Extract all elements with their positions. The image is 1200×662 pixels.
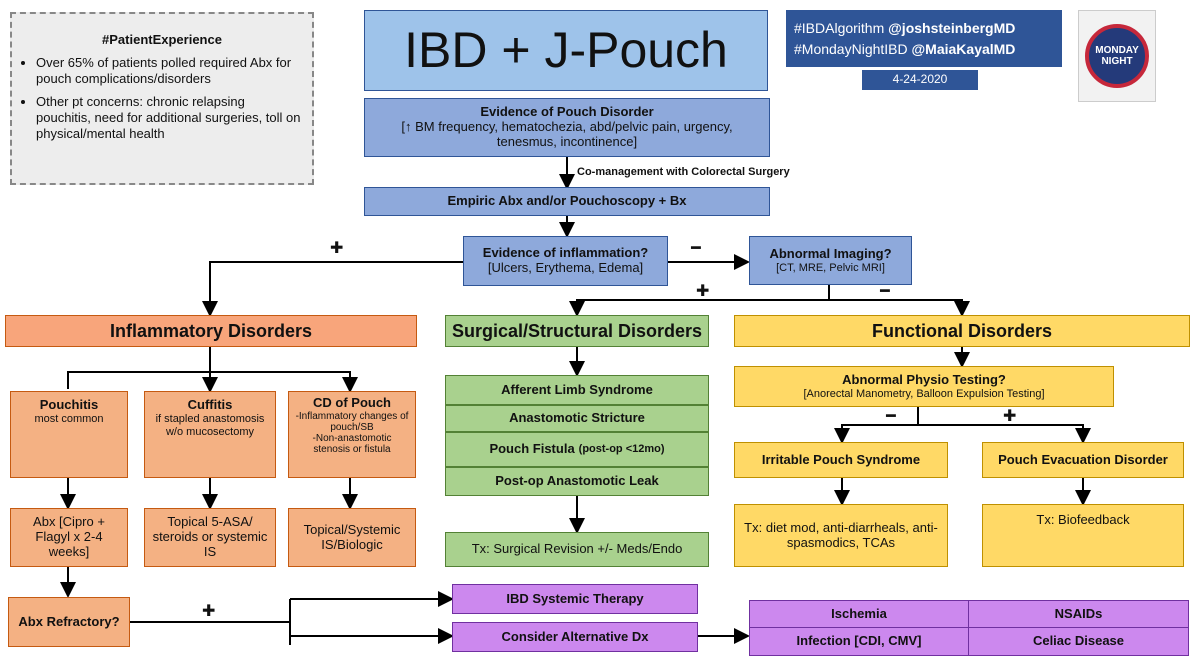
comanagement-label: Co-management with Colorectal Surgery [577, 166, 790, 178]
cd-sub-2: -Non-anastomotic stenosis or fistula [312, 432, 392, 455]
cd-sub-1: -Inflammatory changes of pouch/SB [295, 410, 409, 433]
functional-disorders-header: Functional Disorders [734, 315, 1190, 347]
physio-detail: [Anorectal Manometry, Balloon Expulsion … [803, 387, 1045, 400]
cuffitis-box: Cuffitis if stapled anastomosis w/o muco… [144, 391, 276, 478]
plus-icon: ✚ [202, 603, 216, 620]
alternative-dx-label: Consider Alternative Dx [501, 628, 649, 644]
alt-dx-cell: Celiac Disease [969, 628, 1188, 655]
surgical-item: Post-op Anastomotic Leak [445, 467, 709, 496]
surgical-header-label: Surgical/Structural Disorders [451, 320, 703, 341]
alt-dx-celiac: Celiac Disease [1032, 633, 1125, 649]
alternative-dx-box: Consider Alternative Dx [452, 622, 698, 652]
pouchitis-sub: most common [34, 412, 104, 425]
cuffitis-sub: if stapled anastomosis w/o mucosectomy [155, 412, 265, 438]
page-title-box: IBD + J-Pouch [364, 10, 768, 91]
physio-testing-box: Abnormal Physio Testing? [Anorectal Mano… [734, 366, 1114, 407]
systemic-tx-label: Topical/Systemic IS/Biologic [303, 521, 401, 552]
surgical-disorders-header: Surgical/Structural Disorders [445, 315, 709, 347]
minus-icon: ━ [691, 240, 701, 257]
hashtag-line-1: #IBDAlgorithm @joshsteinbergMD [794, 20, 1015, 36]
handle-joshsteinberg[interactable]: @joshsteinbergMD [888, 20, 1016, 37]
irritable-pouch-box: Irritable Pouch Syndrome [734, 442, 948, 478]
abx-tx-box: Abx [Cipro + Flagyl x 2-4 weeks] [10, 508, 128, 567]
patient-experience-list: Over 65% of patients polled required Abx… [22, 55, 302, 142]
inflammation-question: Evidence of inflammation? [482, 245, 649, 261]
alternative-dx-grid: Ischemia NSAIDs Infection [CDI, CMV] Cel… [749, 600, 1189, 656]
evidence-detail: [↑ BM frequency, hematochezia, abd/pelvi… [401, 119, 733, 149]
inflammatory-disorders-header: Inflammatory Disorders [5, 315, 417, 347]
alt-dx-infection: Infection [CDI, CMV] [796, 633, 922, 649]
patient-experience-bullet: Other pt concerns: chronic relapsing pou… [36, 94, 302, 143]
inflammation-detail: [Ulcers, Erythema, Edema] [487, 260, 644, 275]
patient-experience-bullet: Over 65% of patients polled required Abx… [36, 55, 302, 88]
pouchitis-title: Pouchitis [39, 397, 99, 412]
surgical-item: Afferent Limb Syndrome [445, 375, 709, 405]
ibd-systemic-therapy-box: IBD Systemic Therapy [452, 584, 698, 614]
hashtag-ibd-algorithm[interactable]: #IBDAlgorithm [794, 20, 885, 37]
surgical-item: Anastomotic Stricture [445, 405, 709, 432]
pouch-evacuation-label: Pouch Evacuation Disorder [998, 451, 1168, 467]
plus-icon: ✚ [1003, 408, 1017, 425]
evidence-pouch-disorder-box: Evidence of Pouch Disorder [↑ BM frequen… [364, 98, 770, 157]
hashtag-monday-night-ibd[interactable]: #MondayNightIBD [794, 40, 908, 57]
empiric-label: Empiric Abx and/or Pouchoscopy + Bx [447, 193, 687, 209]
date-badge: 4-24-2020 [862, 70, 978, 90]
surgical-item-label: Anastomotic Stricture [509, 410, 645, 426]
surgical-tx-label: Tx: Surgical Revision +/- Meds/Endo [471, 541, 683, 557]
irritable-pouch-label: Irritable Pouch Syndrome [761, 451, 921, 467]
cuffitis-title: Cuffitis [187, 397, 233, 412]
alt-dx-cell: Infection [CDI, CMV] [750, 628, 969, 655]
pouch-evacuation-box: Pouch Evacuation Disorder [982, 442, 1184, 478]
alt-dx-cell: NSAIDs [969, 601, 1188, 628]
patient-experience-panel: #PatientExperience Over 65% of patients … [10, 12, 314, 185]
cd-of-pouch-box: CD of Pouch -Inflammatory changes of pou… [288, 391, 416, 478]
ped-tx-box: Tx: Biofeedback [982, 504, 1184, 567]
surgical-item-label: Afferent Limb Syndrome [501, 381, 653, 397]
evidence-title: Evidence of Pouch Disorder [480, 104, 654, 120]
plus-icon: ✚ [330, 240, 344, 257]
surgical-tx-box: Tx: Surgical Revision +/- Meds/Endo [445, 532, 709, 567]
systemic-tx-box: Topical/Systemic IS/Biologic [288, 508, 416, 567]
ibd-systemic-therapy-label: IBD Systemic Therapy [506, 590, 644, 606]
alt-dx-cell: Ischemia [750, 601, 969, 628]
physio-title: Abnormal Physio Testing? [842, 371, 1006, 387]
imaging-question: Abnormal Imaging? [769, 245, 892, 261]
fistula-note: (post-op <12mo) [578, 443, 665, 456]
imaging-question-box: Abnormal Imaging? [CT, MRE, Pelvic MRI] [749, 236, 912, 285]
monday-night-ibd-logo: MONDAY NIGHT [1078, 10, 1156, 102]
empiric-abx-box: Empiric Abx and/or Pouchoscopy + Bx [364, 187, 770, 216]
topical-tx-box: Topical 5-ASA/ steroids or systemic IS [144, 508, 276, 567]
logo-text-night: NIGHT [1101, 56, 1133, 67]
ibs-tx-label: Tx: diet mod, anti-diarrheals, anti-spas… [744, 519, 938, 550]
minus-icon: ━ [880, 283, 890, 300]
alt-dx-nsaids: NSAIDs [1054, 605, 1103, 621]
logo-text-monday: MONDAY [1095, 45, 1139, 56]
hashtag-panel: #IBDAlgorithm @joshsteinbergMD #MondayNi… [786, 10, 1062, 67]
ibs-tx-box: Tx: diet mod, anti-diarrheals, anti-spas… [734, 504, 948, 567]
hashtag-line-2: #MondayNightIBD @MaiaKayalMD [794, 41, 1015, 57]
abx-refractory-box: Abx Refractory? [8, 597, 130, 647]
alt-dx-ischemia: Ischemia [831, 605, 887, 621]
pouchitis-box: Pouchitis most common [10, 391, 128, 478]
topical-tx-label: Topical 5-ASA/ steroids or systemic IS [152, 514, 268, 559]
functional-header-label: Functional Disorders [871, 320, 1053, 341]
surgical-item: Pouch Fistula (post-op <12mo) [445, 432, 709, 467]
surgical-item-label: Post-op Anastomotic Leak [495, 473, 659, 489]
page-title: IBD + J-Pouch [404, 21, 728, 78]
inflammation-question-box: Evidence of inflammation? [Ulcers, Eryth… [463, 236, 668, 286]
surgical-item-label: Pouch Fistula [489, 441, 575, 457]
plus-icon: ✚ [696, 283, 710, 300]
minus-icon: ━ [886, 408, 896, 425]
inflammatory-header-label: Inflammatory Disorders [109, 320, 313, 341]
imaging-detail: [CT, MRE, Pelvic MRI] [776, 261, 885, 274]
cd-title: CD of Pouch [313, 395, 391, 410]
abx-tx-label: Abx [Cipro + Flagyl x 2-4 weeks] [33, 514, 105, 559]
abx-refractory-label: Abx Refractory? [18, 613, 120, 629]
ped-tx-label: Tx: Biofeedback [1036, 512, 1130, 527]
date-text: 4-24-2020 [892, 72, 948, 87]
handle-maiakayal[interactable]: @MaiaKayalMD [911, 40, 1016, 57]
patient-experience-title: #PatientExperience [102, 32, 222, 47]
